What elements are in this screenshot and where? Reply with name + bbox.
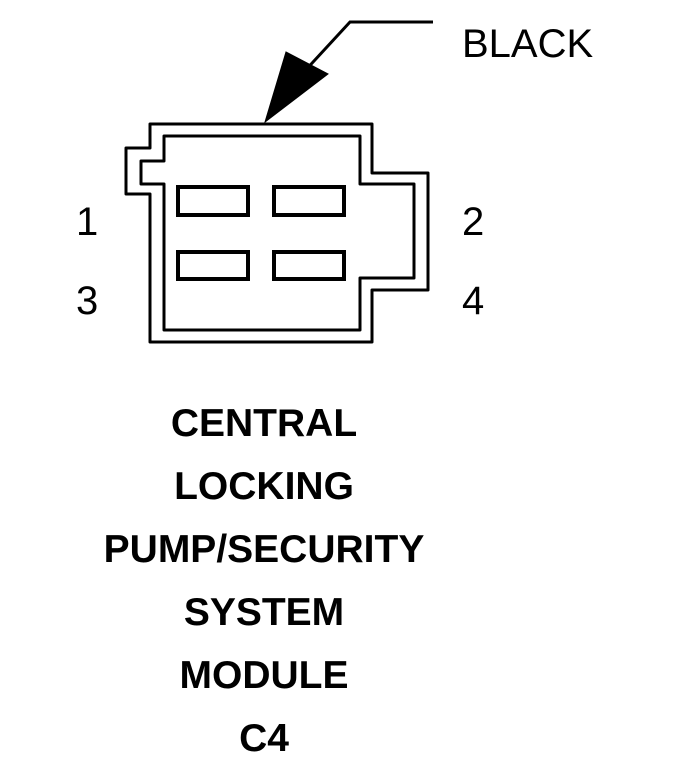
callout-arrowhead xyxy=(264,51,329,124)
pin-number-3: 3 xyxy=(76,279,99,323)
title-line-locking: LOCKING xyxy=(174,465,354,508)
connector-title: CENTRAL LOCKING PUMP/SECURITY SYSTEM MOD… xyxy=(0,392,528,770)
title-line-pump-security: PUMP/SECURITY xyxy=(103,528,425,571)
terminal-cavity-1 xyxy=(176,185,250,217)
connector-inner-body xyxy=(139,134,416,332)
title-line-module: MODULE xyxy=(179,654,349,697)
pin-number-2: 2 xyxy=(462,200,485,244)
terminal-cavity-2 xyxy=(272,185,346,217)
terminal-cavity-3 xyxy=(176,250,250,281)
pin-number-1: 1 xyxy=(76,200,99,244)
pin-number-4: 4 xyxy=(462,279,485,323)
title-line-connector-id: C4 xyxy=(239,717,289,760)
connector-color-label: BLACK xyxy=(462,22,594,66)
callout-leader-line xyxy=(300,20,433,76)
title-line-central: CENTRAL xyxy=(170,402,358,445)
connector-outer-shell xyxy=(124,122,430,344)
terminal-cavity-4 xyxy=(272,250,346,281)
title-line-system: SYSTEM xyxy=(183,591,345,634)
